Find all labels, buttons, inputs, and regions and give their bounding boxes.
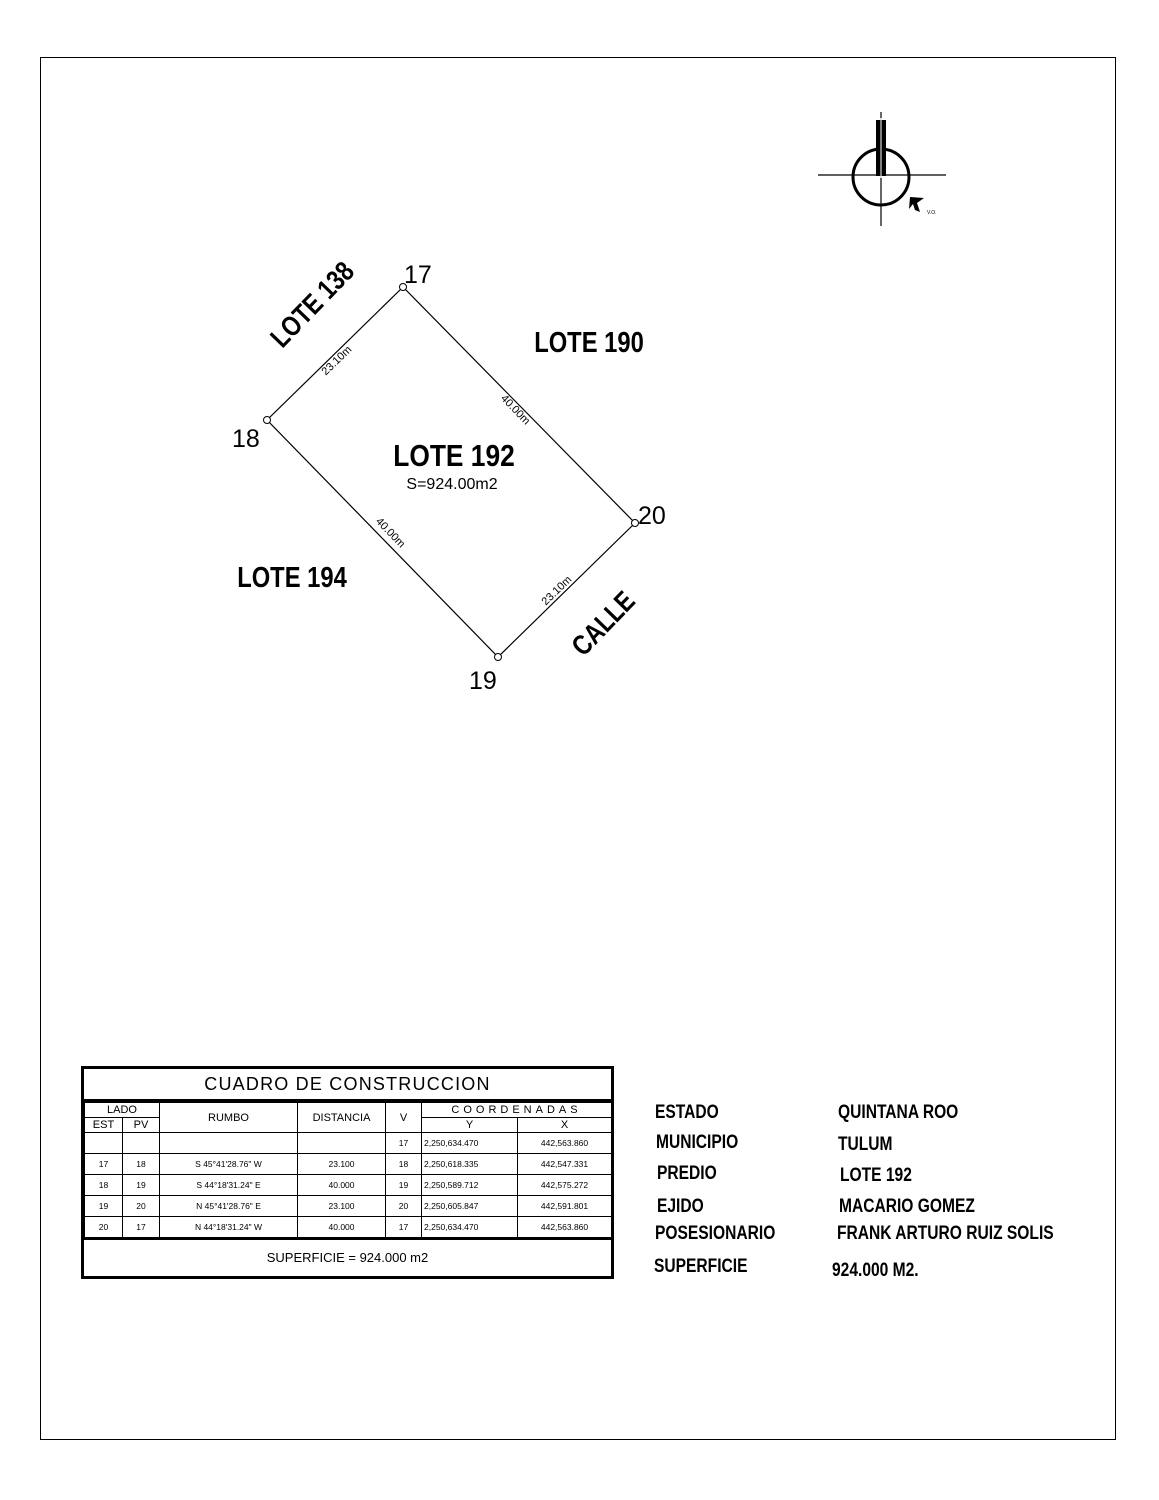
- side-label-18-19: 40.00m: [373, 516, 407, 551]
- cell-rumbo: S 45°41'28.76" W: [159, 1153, 298, 1175]
- table-row: 17 2,250,634.470 442,563.860: [84, 1132, 612, 1154]
- neighbor-nw: LOTE 138: [265, 256, 361, 353]
- cell-v: 17: [385, 1216, 422, 1238]
- cell-y: 2,250,589.712: [421, 1174, 518, 1196]
- side-label-19-20: 23.10m: [540, 574, 575, 608]
- table-row: 18 19 S 44°18'31.24" E 40.000 19 2,250,5…: [84, 1174, 612, 1196]
- north-arrow-note: V.O.: [927, 210, 937, 216]
- side-label-17-18: 23.10m: [320, 344, 355, 378]
- info-posesionario-value: FRANK ARTURO RUIZ SOLIS: [837, 1223, 1054, 1244]
- vertex-marker-18: [263, 416, 271, 424]
- cell-pv: 19: [122, 1174, 160, 1196]
- header-est: EST: [84, 1117, 123, 1133]
- info-posesionario-label: POSESIONARIO: [655, 1223, 776, 1244]
- table-title: CUADRO DE CONSTRUCCION: [84, 1069, 611, 1102]
- vertex-marker-20: [631, 519, 639, 527]
- lot-plan: V.O. 17 18 19 20 23.10m 40.00m 40.00m 23…: [232, 112, 946, 695]
- cell-v: 17: [385, 1132, 422, 1154]
- table-row: 17 18 S 45°41'28.76" W 23.100 18 2,250,6…: [84, 1153, 612, 1175]
- cell-y: 2,250,618.335: [421, 1153, 518, 1175]
- cell-v: 19: [385, 1174, 422, 1196]
- cell-est: 18: [84, 1174, 123, 1196]
- header-lado: LADO: [84, 1102, 160, 1118]
- info-ejido-label: EJIDO: [657, 1196, 704, 1217]
- cell-est: 20: [84, 1216, 123, 1238]
- info-estado-value: QUINTANA ROO: [838, 1102, 959, 1123]
- construction-grid: LADO RUMBO DISTANCIA V COORDENADAS EST P…: [84, 1102, 612, 1238]
- cell-v: 18: [385, 1153, 422, 1175]
- cell-x: 442,591.801: [517, 1195, 612, 1217]
- cell-y: 2,250,634.470: [421, 1216, 518, 1238]
- cell-distancia: 23.100: [297, 1153, 386, 1175]
- vertex-label-20: 20: [638, 502, 666, 530]
- cell-distancia: 40.000: [297, 1174, 386, 1196]
- cell-distancia: [297, 1132, 386, 1154]
- info-ejido-value: MACARIO GOMEZ: [839, 1196, 975, 1217]
- info-superficie-value: 924.000 M2.: [832, 1260, 919, 1281]
- lot-name: LOTE 192: [393, 439, 514, 473]
- table-superficie: SUPERFICIE = 924.000 m2: [84, 1238, 611, 1276]
- side-label-17-20: 40.00m: [498, 393, 532, 428]
- cell-pv: 18: [122, 1153, 160, 1175]
- cell-distancia: 40.000: [297, 1216, 386, 1238]
- cell-rumbo: N 45°41'28.76" E: [159, 1195, 298, 1217]
- vertex-label-19: 19: [469, 667, 497, 695]
- table-row: 19 20 N 45°41'28.76" E 23.100 20 2,250,6…: [84, 1195, 612, 1217]
- cell-pv: 20: [122, 1195, 160, 1217]
- vertex-label-17: 17: [404, 261, 432, 289]
- header-x: X: [517, 1117, 612, 1133]
- table-row: 20 17 N 44°18'31.24" W 40.000 17 2,250,6…: [84, 1216, 612, 1238]
- vertex-marker-17: [399, 283, 407, 291]
- cell-y: 2,250,605.847: [421, 1195, 518, 1217]
- cell-x: 442,563.860: [517, 1132, 612, 1154]
- vertex-marker-19: [494, 653, 502, 661]
- cell-x: 442,547.331: [517, 1153, 612, 1175]
- header-pv: PV: [122, 1117, 160, 1133]
- header-distancia: DISTANCIA: [297, 1102, 386, 1133]
- cell-distancia: 23.100: [297, 1195, 386, 1217]
- header-rumbo: RUMBO: [159, 1102, 298, 1133]
- header-v: V: [385, 1102, 422, 1133]
- cell-rumbo: [159, 1132, 298, 1154]
- cell-est: 17: [84, 1153, 123, 1175]
- cell-rumbo: S 44°18'31.24" E: [159, 1174, 298, 1196]
- info-predio-label: PREDIO: [657, 1163, 717, 1184]
- info-superficie-label: SUPERFICIE: [654, 1256, 748, 1277]
- cell-est: 19: [84, 1195, 123, 1217]
- neighbor-sw: LOTE 194: [237, 561, 347, 594]
- table-header-row-1: LADO RUMBO DISTANCIA V COORDENADAS: [84, 1102, 612, 1133]
- cell-pv: 17: [122, 1216, 160, 1238]
- cell-est: [84, 1132, 123, 1154]
- vertex-label-18: 18: [232, 425, 260, 453]
- info-predio-value: LOTE 192: [840, 1165, 912, 1186]
- north-arrow-icon: V.O.: [818, 112, 946, 226]
- cell-y: 2,250,634.470: [421, 1132, 518, 1154]
- cell-rumbo: N 44°18'31.24" W: [159, 1216, 298, 1238]
- neighbor-se: CALLE: [566, 586, 641, 662]
- drawing-frame: [40, 57, 1116, 1440]
- info-municipio-value: TULUM: [838, 1134, 893, 1155]
- cell-v: 20: [385, 1195, 422, 1217]
- info-municipio-label: MUNICIPIO: [656, 1132, 739, 1153]
- construction-table: CUADRO DE CONSTRUCCION LADO RUMBO DISTAN…: [81, 1066, 614, 1279]
- cell-x: 442,575.272: [517, 1174, 612, 1196]
- header-coordenadas: COORDENADAS: [421, 1102, 612, 1118]
- info-estado-label: ESTADO: [655, 1102, 719, 1123]
- cell-pv: [122, 1132, 160, 1154]
- header-y: Y: [421, 1117, 518, 1133]
- lot-area: S=924.00m2: [406, 476, 497, 493]
- cell-x: 442,563.860: [517, 1216, 612, 1238]
- neighbor-ne: LOTE 190: [534, 326, 644, 359]
